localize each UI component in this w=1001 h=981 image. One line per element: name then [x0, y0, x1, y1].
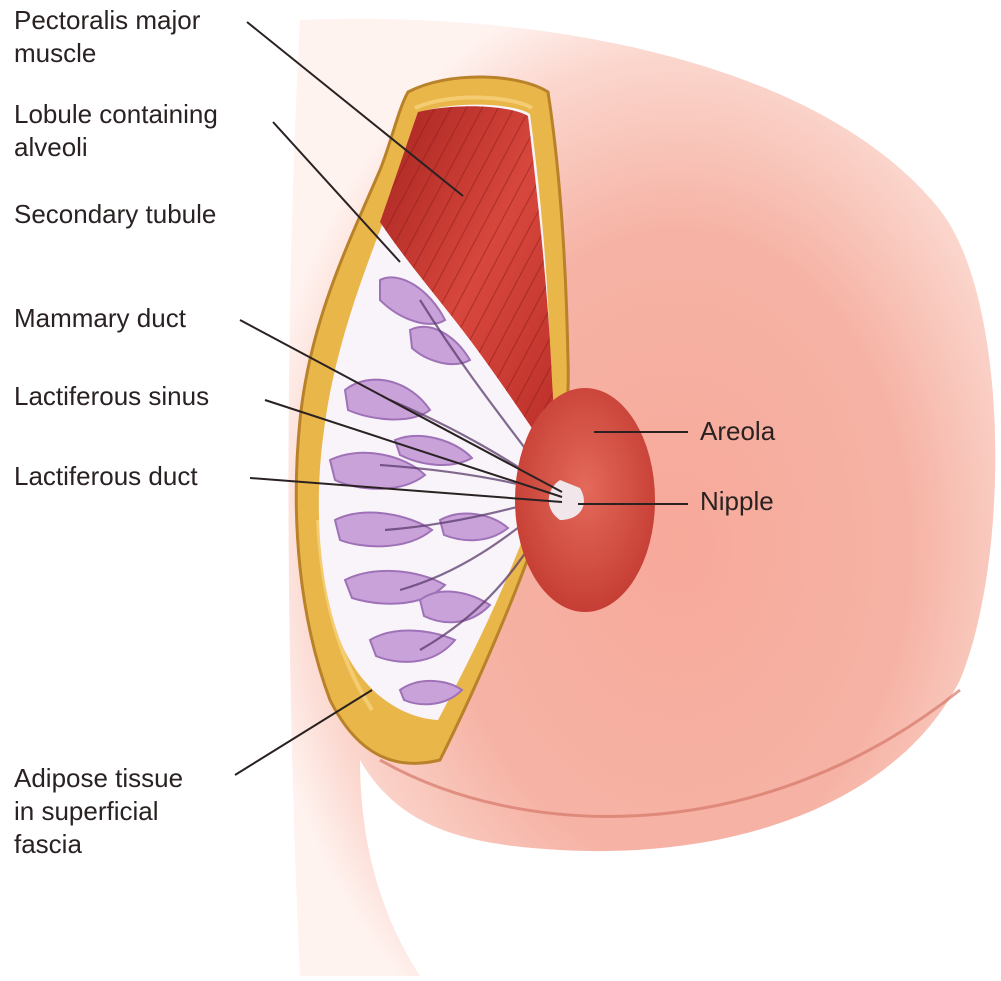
label-line: in superficial	[14, 795, 183, 828]
label-adipose-tissue: Adipose tissue in superficial fascia	[14, 762, 183, 861]
label-line: fascia	[14, 828, 183, 861]
label-secondary-tubule: Secondary tubule	[14, 198, 216, 231]
label-line: Adipose tissue	[14, 762, 183, 795]
label-lobule: Lobule containing alveoli	[14, 98, 218, 164]
label-line: Lobule containing	[14, 98, 218, 131]
label-mammary-duct: Mammary duct	[14, 302, 186, 335]
label-line: alveoli	[14, 131, 218, 164]
label-line: muscle	[14, 37, 200, 70]
label-nipple: Nipple	[700, 485, 774, 518]
label-pectoralis-major: Pectoralis major muscle	[14, 4, 200, 70]
label-lactiferous-duct: Lactiferous duct	[14, 460, 198, 493]
label-areola: Areola	[700, 415, 775, 448]
label-line: Pectoralis major	[14, 4, 200, 37]
label-lactiferous-sinus: Lactiferous sinus	[14, 380, 209, 413]
